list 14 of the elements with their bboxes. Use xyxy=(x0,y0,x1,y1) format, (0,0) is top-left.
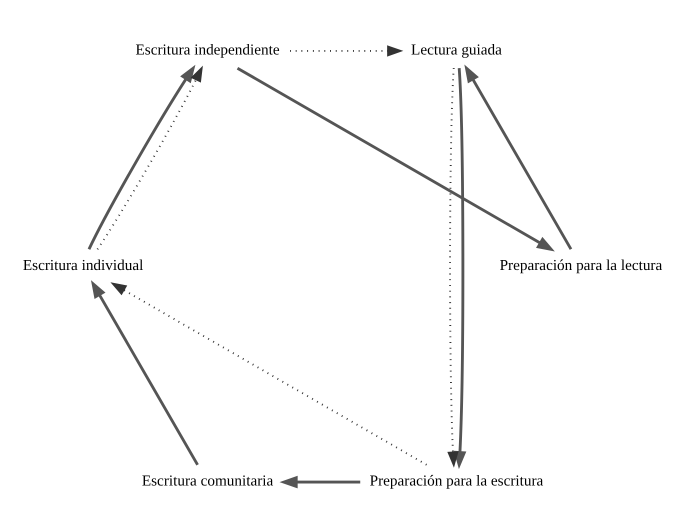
arrow xyxy=(464,64,572,250)
arrow xyxy=(290,44,404,56)
node-text: Escritura individual xyxy=(22,256,144,274)
arrow xyxy=(110,282,428,466)
arrow xyxy=(280,475,360,488)
node-text: Lectura guiada xyxy=(411,41,502,58)
arrow xyxy=(447,68,459,468)
arrow xyxy=(454,68,466,469)
node-text: Preparación para la escritura xyxy=(370,472,544,490)
arrow xyxy=(236,66,555,251)
node-text: Escritura independiente xyxy=(136,41,280,58)
arrow xyxy=(90,280,199,465)
node-text: Preparación para la lectura xyxy=(500,256,662,274)
node-text: Escritura comunitaria xyxy=(142,472,274,490)
